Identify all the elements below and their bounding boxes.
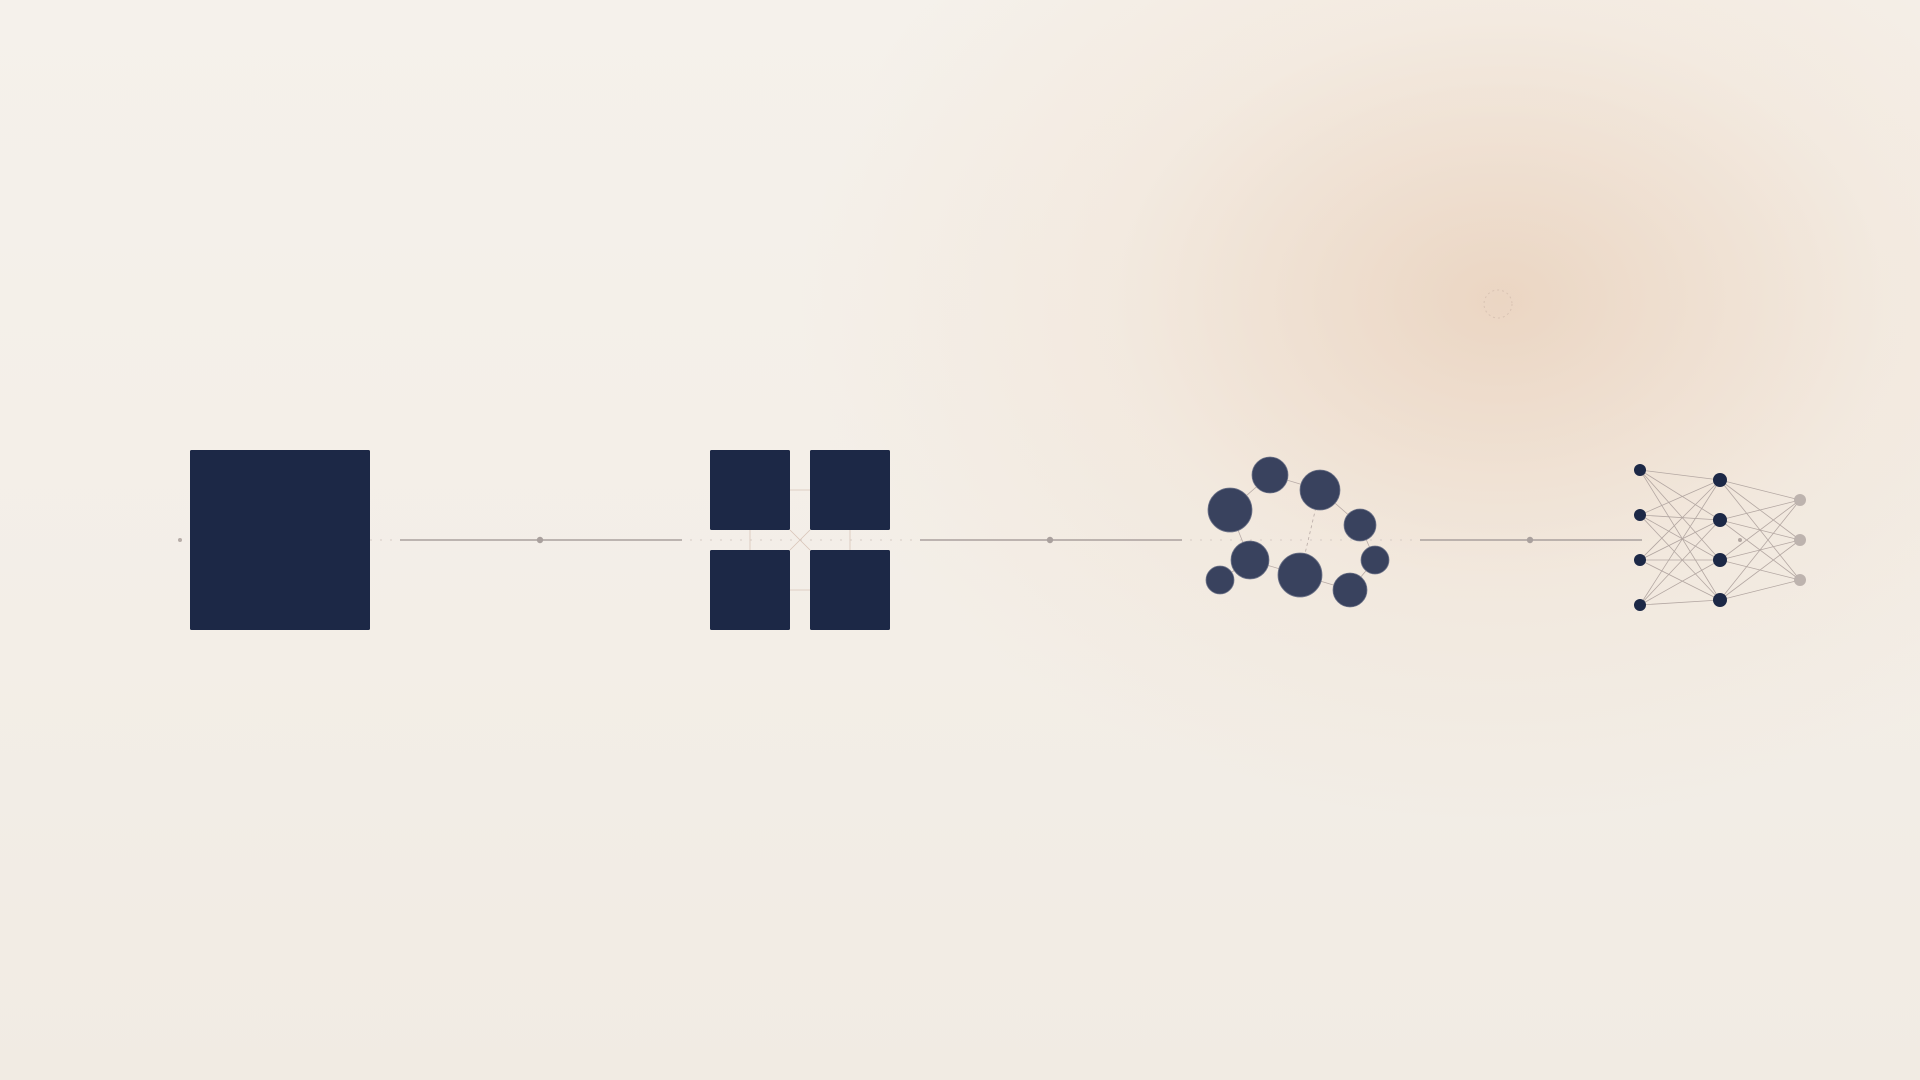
output-node-2-0 — [1794, 494, 1806, 506]
network-edge-0-0-0 — [1639, 469, 1721, 481]
connector-1-dot — [536, 536, 544, 544]
network-edge-0-2-1 — [1639, 519, 1721, 561]
network-edge-0-1-0 — [1639, 479, 1721, 516]
cluster-node-6 — [1332, 572, 1368, 608]
stage-network — [1634, 464, 1806, 611]
module-block-top-left — [710, 450, 790, 530]
network-node-0-2 — [1634, 554, 1646, 566]
connector-3 — [1420, 536, 1642, 544]
cluster-node-5 — [1360, 545, 1390, 575]
single-block-icon — [190, 450, 370, 630]
cluster-node-2 — [1251, 456, 1289, 494]
connectors — [400, 536, 1642, 544]
network-edge-0-3-2 — [1639, 559, 1721, 606]
network-edge-1-0-0 — [1719, 479, 1801, 501]
cluster-node-3 — [1299, 469, 1341, 511]
network-edge-0-1-1 — [1639, 514, 1721, 521]
network-edge-0-2-0 — [1639, 479, 1721, 561]
network-edge-0-1-2 — [1639, 514, 1721, 561]
network-edge-0-2-3 — [1639, 559, 1721, 601]
network-center-dot — [1738, 538, 1742, 542]
connector-2-dot — [1046, 536, 1054, 544]
network-edge-0-3-3 — [1639, 599, 1721, 606]
module-block-bottom-right — [810, 550, 890, 630]
network-edge-0-1-3 — [1639, 514, 1721, 601]
network-node-1-1 — [1713, 513, 1727, 527]
network-edge-0-0-3 — [1639, 469, 1721, 601]
network-edge-0-0-2 — [1639, 469, 1721, 561]
network-edges — [1639, 469, 1801, 606]
module-block-top-right — [810, 450, 890, 530]
network-node-1-3 — [1713, 593, 1727, 607]
cluster-node-1 — [1207, 487, 1253, 533]
glow-ring-icon — [1483, 289, 1513, 319]
connector-2 — [920, 536, 1182, 544]
network-edge-1-2-0 — [1719, 499, 1801, 561]
cluster-node-7 — [1277, 552, 1323, 598]
module-links — [749, 489, 851, 591]
network-edge-1-1-0 — [1719, 499, 1801, 521]
stage-clusters — [1205, 456, 1390, 608]
network-edge-1-3-0 — [1719, 499, 1801, 601]
network-node-0-0 — [1634, 464, 1646, 476]
network-node-1-0 — [1713, 473, 1727, 487]
connector-3-dot — [1526, 536, 1534, 544]
stage-modules — [710, 450, 890, 630]
network-node-1-2 — [1713, 553, 1727, 567]
cluster-node-4 — [1343, 508, 1377, 542]
cluster-node-9 — [1205, 565, 1235, 595]
cluster-node-8 — [1230, 540, 1270, 580]
stage-monolith — [190, 450, 370, 630]
start-dot — [178, 538, 182, 542]
network-edge-1-3-1 — [1719, 539, 1801, 601]
network-edge-1-3-2 — [1719, 579, 1801, 601]
connector-1 — [400, 536, 682, 544]
network-edge-0-0-1 — [1639, 469, 1721, 521]
network-edge-0-3-1 — [1639, 519, 1721, 606]
output-node-2-1 — [1794, 534, 1806, 546]
network-nodes — [1634, 464, 1806, 611]
output-node-2-2 — [1794, 574, 1806, 586]
module-block-bottom-left — [710, 550, 790, 630]
network-node-0-3 — [1634, 599, 1646, 611]
network-edge-0-3-0 — [1639, 479, 1721, 606]
network-node-0-1 — [1634, 509, 1646, 521]
